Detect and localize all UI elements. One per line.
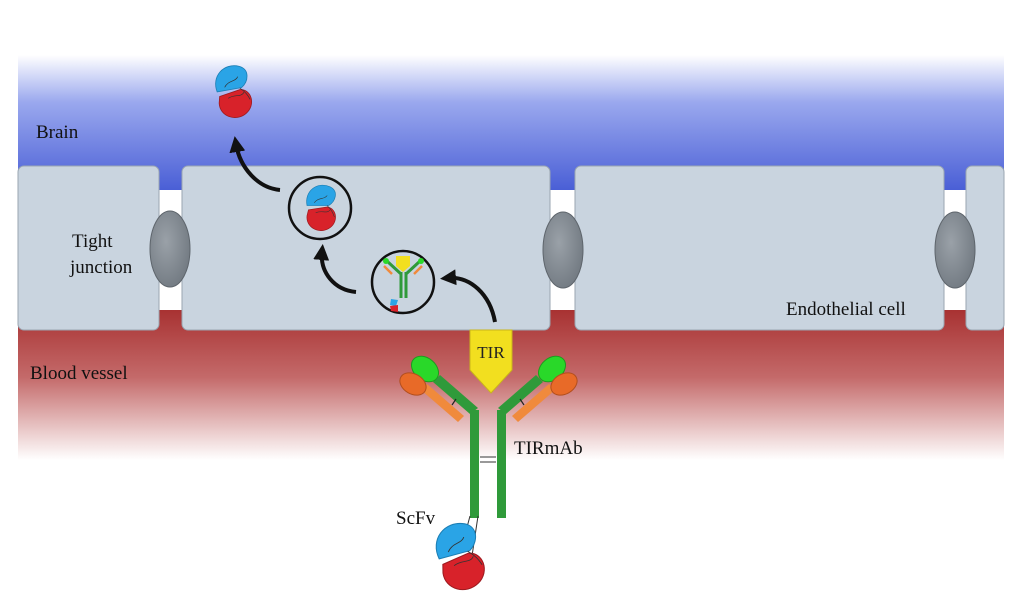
transport-arrow-2 (313, 244, 357, 294)
tirmab-antibody (399, 355, 578, 518)
tight-junction-label-line2: junction (69, 257, 133, 278)
antibody-label: TIRmAb (514, 438, 583, 459)
vesicle-scfv (287, 175, 353, 241)
tir-receptor: TIR (469, 329, 513, 394)
tight-junction-3 (934, 211, 976, 289)
endothelial-cell-label: Endothelial cell (786, 299, 906, 320)
blood-vessel-label: Blood vessel (30, 363, 128, 384)
transport-arrow-3 (229, 136, 281, 192)
scfv-fusion (430, 515, 490, 595)
brain-label: Brain (36, 122, 79, 143)
tight-junction-1 (149, 210, 191, 288)
transport-arrow-1 (440, 269, 497, 323)
endothelial-cell-center (181, 165, 551, 331)
vesicle-antibody-complex (370, 249, 436, 315)
tight-junction-label-line1: Tight (72, 231, 113, 252)
tight-junction-2 (542, 211, 584, 289)
scfv-label: ScFv (396, 508, 436, 529)
tir-label: TIR (477, 343, 505, 362)
